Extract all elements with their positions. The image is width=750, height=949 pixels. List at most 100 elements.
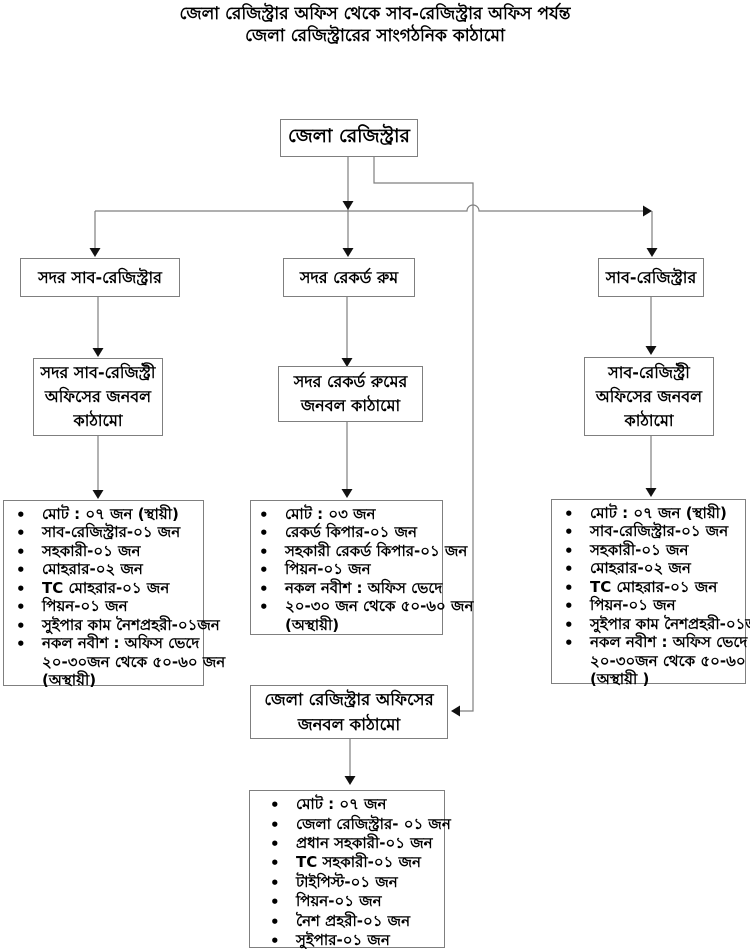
list-item-text: নৈশ প্রহরী-০১ জন <box>296 911 411 930</box>
bullet-icon: • <box>564 597 574 616</box>
list-item: • সুইপার কাম নৈশপ্রহরী-০১জন <box>564 615 750 635</box>
bullet-icon: • <box>270 834 280 853</box>
list-item-text: নকল নবীশ : অফিস ভেদে <box>590 633 748 652</box>
list-item: •মোট : ০৭ জন (স্থায়ী) <box>564 504 743 524</box>
list-item-text: টাইপিস্ট-০১ জন <box>296 872 398 891</box>
bullet-icon: • <box>16 524 26 543</box>
list-item: • জেলা রেজিস্ট্রার- ০১ জন <box>270 815 451 834</box>
list-item-text: পিয়ন-০১ জন <box>285 560 371 579</box>
list-item: •মোট : ০৭ জন (স্থায়ী) <box>16 505 201 525</box>
list-item-text: সুইপার কাম নৈশপ্রহরী-০১জন <box>42 615 220 634</box>
box-sub-registry-staff: সাব-রেজিস্ট্রী অফিসের জনবল কাঠামো <box>584 357 714 436</box>
bullet-icon: • <box>564 578 574 597</box>
list-item: (অস্থায়ী) <box>259 615 440 636</box>
box-sadar-record-room-staff-label: সদর রেকর্ড রুমের জনবল কাঠামো <box>293 372 408 415</box>
list-item: •সহকারী-০১ জন <box>564 541 743 561</box>
list-item-text: TC মোহরার-০১ জন <box>42 578 170 597</box>
list-item: • পিয়ন-০১ জন <box>564 596 743 617</box>
list-item: • TC মোহরার-০১ জন <box>564 577 743 598</box>
page-title: জেলা রেজিস্ট্রার অফিস থেকে সাব-রেজিস্ট্র… <box>179 4 571 46</box>
list-item: • নৈশ প্রহরী-০১ জন <box>270 912 442 931</box>
list-item: •পিয়ন-০১ জন <box>270 892 442 912</box>
list-item: (অস্থায়ী ) <box>564 670 743 691</box>
bullet-icon: • <box>270 873 280 892</box>
list-item-text: পিয়ন-০১ জন <box>590 596 676 615</box>
bullet-icon: • <box>564 634 574 653</box>
list-item-text: সুইপার কাম নৈশপ্রহরী-০১জন <box>590 614 750 633</box>
box-sadar-record-room-label: সদর রেকর্ড রুম <box>299 267 399 287</box>
list-item-text: (অস্থায়ী) <box>42 671 97 690</box>
list-item: •সহকারী রেকর্ড কিপার-০১ জন <box>259 542 467 562</box>
connector-long-branch <box>373 157 474 712</box>
box-district-registrar-office-staff: জেলা রেজিস্ট্রার অফিসের জনবল কাঠামো <box>250 685 448 739</box>
bullet-icon: • <box>16 635 26 654</box>
list-item: • নকল নবীশ : অফিস ভেদে <box>259 578 443 599</box>
bullet-icon: • <box>259 598 269 617</box>
arrowheads <box>89 201 658 785</box>
list-item-text: জেলা রেজিস্ট্রার- ০১ জন <box>296 814 451 833</box>
bullet-icon: • <box>16 598 26 617</box>
box-sadar-record-room-staff: সদর রেকর্ড রুমের জনবল কাঠামো <box>278 366 423 422</box>
box-district-registrar-label: জেলা রেজিস্ট্রার <box>288 125 410 147</box>
list-item: •পিয়ন-০১ জন <box>16 597 201 618</box>
bullet-icon: • <box>564 523 574 542</box>
bullet-icon: • <box>564 615 574 634</box>
box-sadar-sub-registry-staff: সদর সাব-রেজিস্ট্রী অফিসের জনবল কাঠামো <box>33 358 163 436</box>
bullet-icon: • <box>16 561 26 580</box>
list-item: •সহকারী-০১ জন <box>16 541 201 562</box>
bullet-icon: • <box>270 912 280 931</box>
list-item: • সাব-রেজিস্ট্রার-০১ জন <box>16 523 201 544</box>
list-item: • মোহরার-০২ জন <box>16 560 201 581</box>
box-sub-registrar-label: সাব-রেজিস্ট্রার <box>605 267 697 287</box>
list-item-text: মোহরার-০২ জন <box>42 560 143 579</box>
list-item-text: প্রধান সহকারী-০১ জন <box>296 833 433 852</box>
list-item-text: সাব-রেজিস্ট্রার-০১ জন <box>42 523 181 542</box>
list-item-text: সহকারী-০১ জন <box>42 541 141 560</box>
box-district-registrar: জেলা রেজিস্ট্রার <box>280 119 418 157</box>
list-item-text: (অস্থায়ী) <box>285 615 340 634</box>
list-item-text: ২০-৩০জন থেকে ৫০-৬০ জন <box>590 651 750 670</box>
bullet-icon: • <box>16 579 26 598</box>
connector-main-horizontal <box>95 204 644 212</box>
list-item: • সুইপার কাম নৈশপ্রহরী-০১জন <box>16 616 220 636</box>
bullet-icon: • <box>564 541 574 560</box>
list-item-text: নকল নবীশ : অফিস ভেদে <box>42 634 200 653</box>
bullet-icon: • <box>270 931 280 949</box>
list-district-registrar-office-staff: •মোট : ০৭ জন•জেলা রেজিস্ট্রার- ০১ জন•প্র… <box>249 790 451 949</box>
list-item-text: সুইপার-০১ জন <box>296 930 390 949</box>
list-item: ২০-৩০জন থেকে ৫০-৬০ জন <box>564 652 750 672</box>
list-item-text: (অস্থায়ী ) <box>590 670 650 689</box>
list-item: •২০-৩০ জন থেকে ৫০-৬০ জন <box>259 597 473 618</box>
bullet-icon: • <box>259 505 269 524</box>
bullet-icon: • <box>270 796 280 815</box>
box-sadar-sub-registrar-label: সদর সাব-রেজিস্ট্রার <box>38 267 162 287</box>
box-sadar-sub-registrar: সদর সাব-রেজিস্ট্রার <box>20 258 180 297</box>
box-sub-registrar: সাব-রেজিস্ট্রার <box>598 258 704 297</box>
list-item: • TC মোহরার-০১ জন <box>16 578 201 599</box>
list-item: •মোহরার-০২ জন <box>564 559 743 580</box>
list-item: •মোট : ০৭ জন <box>270 795 442 815</box>
list-item: • পিয়ন-০১ জন <box>259 560 440 581</box>
list-item: •TC সহকারী-০১ জন <box>270 853 442 873</box>
box-sadar-record-room: সদর রেকর্ড রুম <box>283 258 415 297</box>
bullet-icon: • <box>259 579 269 598</box>
box-sadar-sub-registry-staff-label: সদর সাব-রেজিস্ট্রী অফিসের জনবল কাঠামো <box>40 363 156 430</box>
list-sadar-sub-registry-staff: •মোট : ০৭ জন (স্থায়ী)•সাব-রেজিস্ট্রার-০… <box>3 500 225 689</box>
box-district-registrar-office-staff-label: জেলা রেজিস্ট্রার অফিসের জনবল কাঠামো <box>264 690 434 734</box>
bullet-icon: • <box>270 815 280 834</box>
list-item-text: রেকর্ড কিপার-০১ জন <box>285 523 417 542</box>
list-sub-registry-staff: •মোট : ০৭ জন (স্থায়ী)•সাব-রেজিস্ট্রার-০… <box>551 499 750 688</box>
list-item: ২০-৩০জন থেকে ৫০-৬০ জন <box>16 653 225 673</box>
list-item-text: ২০-৩০জন থেকে ৫০-৬০ জন <box>42 652 226 671</box>
bullet-icon: • <box>16 505 26 524</box>
list-item: (অস্থায়ী) <box>16 671 201 692</box>
bullet-icon: • <box>259 561 269 580</box>
list-item-text: TC মোহরার-০১ জন <box>590 577 718 596</box>
list-item: • নকল নবীশ : অফিস ভেদে <box>16 634 201 655</box>
bullet-icon: • <box>270 854 280 873</box>
list-item-text: সাব-রেজিস্ট্রার-০১ জন <box>590 522 729 541</box>
list-item-text: নকল নবীশ : অফিস ভেদে <box>285 578 443 597</box>
bullet-icon: • <box>16 616 26 635</box>
